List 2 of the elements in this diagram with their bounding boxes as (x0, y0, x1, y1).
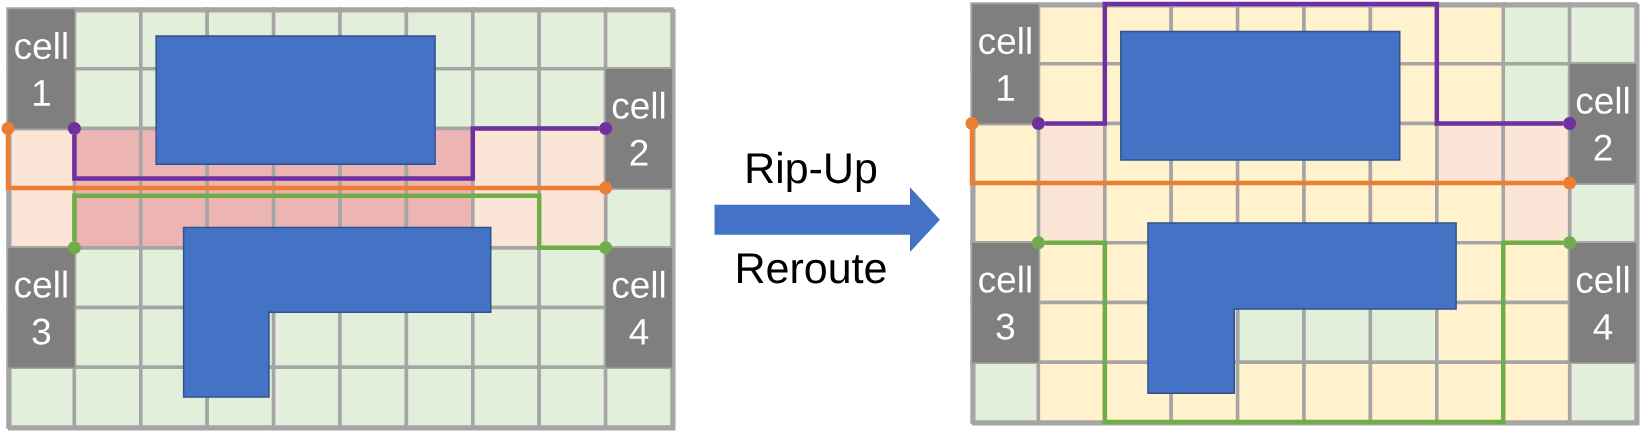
edge-label: Rip-Up (747, 151, 877, 192)
arrow-label: Reroute (738, 253, 886, 284)
